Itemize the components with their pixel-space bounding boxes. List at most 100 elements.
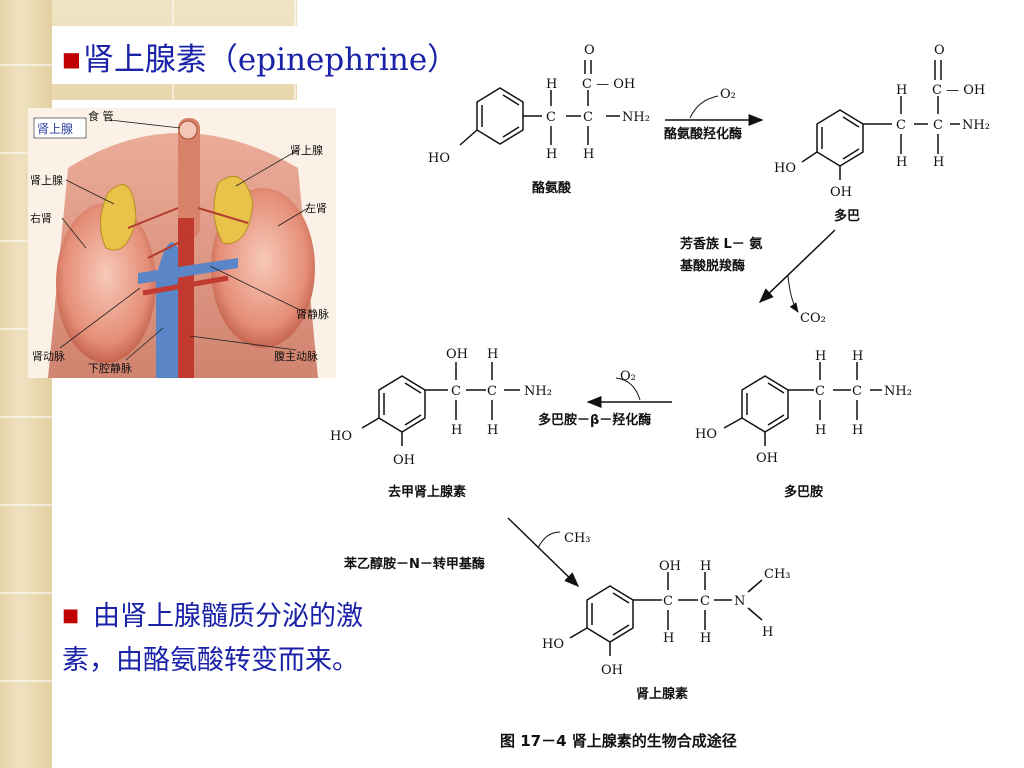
bullet-square-icon: ■ xyxy=(62,605,80,626)
o2-label-1: O₂ xyxy=(720,87,736,102)
epi-ho: HO xyxy=(542,637,564,652)
epi-h-n: H xyxy=(762,625,773,640)
compound-norepinephrine: 去甲肾上腺素 xyxy=(388,484,466,500)
dopa-c2: C xyxy=(933,118,943,133)
enzyme-aadc-line1: 芳香族 L－ 氨 xyxy=(680,236,762,252)
label-right-kidney: 右肾 xyxy=(30,211,52,225)
slide-title-text: 肾上腺素（epinephrine） xyxy=(82,42,459,78)
bullet-line-1-text: 由肾上腺髓质分泌的激 xyxy=(93,601,364,632)
label-adrenal-left: 肾上腺 xyxy=(290,143,323,157)
epi-ch3: CH₃ xyxy=(764,567,791,582)
ch3-input-curve xyxy=(537,531,561,549)
epi-n: N xyxy=(734,594,745,609)
tyrosine-h-top: H xyxy=(546,77,557,92)
compound-dopa: 多巴 xyxy=(834,208,860,224)
compound-tyrosine: 酪氨酸 xyxy=(532,180,572,196)
norepinephrine-ring xyxy=(378,375,426,433)
o2-label-2: O₂ xyxy=(620,369,636,384)
tyrosine-o: O xyxy=(584,43,595,58)
ne-oh: OH xyxy=(393,453,415,468)
tyrosine-nh2: NH₂ xyxy=(622,110,650,125)
o2-input-curve-2 xyxy=(615,377,641,401)
enzyme-aadc-line2: 基酸脱羧酶 xyxy=(679,258,745,274)
co2-label: CO₂ xyxy=(800,311,826,326)
enzyme-pnmt: 苯乙醇胺－N－转甲基酶 xyxy=(343,556,485,572)
dopamine-h-b1: H xyxy=(815,423,826,438)
epi-h-top: H xyxy=(700,559,711,574)
adrenal-anatomy-svg: 肾上腺 食 管 肾上腺 肾上腺 左肾 右肾 肾静脉 肾动脉 下腔静脉 腹主动脉 xyxy=(28,108,336,378)
label-adrenal-right: 肾上腺 xyxy=(30,173,63,187)
dopamine-ho: HO xyxy=(695,427,717,442)
dopa-h-top: H xyxy=(896,83,907,98)
enzyme-dbh: 多巴胺－β－羟化酶 xyxy=(538,412,651,428)
esophagus-opening xyxy=(178,120,198,140)
dopa-structure xyxy=(801,60,960,180)
label-esophagus: 食 管 xyxy=(88,109,114,123)
dopa-oh: OH xyxy=(830,185,852,200)
tyrosine-h-b1: H xyxy=(546,147,557,162)
small-vessels xyxy=(127,207,249,259)
dopa-ring xyxy=(816,109,864,167)
epi-h-b1: H xyxy=(663,631,674,646)
ne-ho: HO xyxy=(330,429,352,444)
label-adrenal-boxed: 肾上腺 xyxy=(37,122,73,136)
dopa-h-b1: H xyxy=(896,155,907,170)
slide-title: ■肾上腺素（epinephrine） xyxy=(62,34,458,79)
figure-caption: 图 17－4 肾上腺素的生物合成途径 xyxy=(500,732,737,750)
dopamine-c1: C xyxy=(815,384,825,399)
bullet-point: ■ 由肾上腺髓质分泌的激 素，由酪氨酸转变而来。 xyxy=(62,594,462,683)
label-renal-vein: 肾静脉 xyxy=(296,307,329,321)
co2-output-curve xyxy=(787,274,799,313)
ne-nh2: NH₂ xyxy=(524,384,552,399)
dopa-o: O xyxy=(934,43,945,58)
dopamine-oh: OH xyxy=(756,451,778,466)
epi-c1: C xyxy=(663,594,673,609)
dopamine-h-t1: H xyxy=(815,349,826,364)
ne-h-b1: H xyxy=(451,423,462,438)
o2-input-curve-1 xyxy=(689,95,719,119)
dopa-c1: C xyxy=(896,118,906,133)
dopa-ho: HO xyxy=(774,161,796,176)
dopamine-h-b2: H xyxy=(852,423,863,438)
right-adrenal-shape xyxy=(100,184,137,251)
compound-dopamine: 多巴胺 xyxy=(784,484,823,500)
dopamine-h-t2: H xyxy=(852,349,863,364)
adrenal-anatomy-illustration: 肾上腺 食 管 肾上腺 肾上腺 左肾 右肾 肾静脉 肾动脉 下腔静脉 腹主动脉 xyxy=(28,108,336,378)
dopamine-c2: C xyxy=(852,384,862,399)
tyrosine-ring xyxy=(476,87,524,145)
dopamine-structure xyxy=(723,362,882,446)
bullet-line-2: 素，由酪氨酸转变而来。 xyxy=(62,645,359,676)
label-inferior-vena-cava: 下腔静脉 xyxy=(88,361,132,375)
enzyme-tyrosine-hydroxylase: 酪氨酸羟化酶 xyxy=(664,126,742,142)
right-kidney-shape xyxy=(56,203,156,363)
arrow-norepinephrine-to-epinephrine xyxy=(507,517,580,588)
adrenal-label-box xyxy=(33,117,87,139)
ch3-label-input: CH₃ xyxy=(564,531,591,546)
dopa-c-oh: C — OH xyxy=(932,83,985,98)
ne-h-b2: H xyxy=(487,423,498,438)
epi-c2: C xyxy=(700,594,710,609)
dopamine-ring xyxy=(741,375,789,433)
label-left-kidney: 左肾 xyxy=(305,202,327,215)
left-adrenal-shape xyxy=(213,175,254,244)
tyrosine-structure xyxy=(459,60,620,146)
tyrosine-c-oh: C — OH xyxy=(582,77,635,92)
renal-vein-shape xyxy=(138,258,238,284)
renal-artery-shape xyxy=(142,275,229,296)
tyrosine-ho: HO xyxy=(428,151,450,166)
tyrosine-c2: C xyxy=(583,110,593,125)
epinephrine-structure xyxy=(569,572,763,656)
norepinephrine-structure xyxy=(361,362,520,446)
biosynthesis-pathway-diagram: O H C — OH C C NH₂ H H HO 酪氨酸 O₂ 酪氨酸羟化酶 … xyxy=(330,43,990,750)
ne-oh-top: OH xyxy=(446,347,468,362)
dopa-h-b2: H xyxy=(933,155,944,170)
ne-c1: C xyxy=(451,384,461,399)
title-background xyxy=(52,26,302,84)
epi-oh-top: OH xyxy=(659,559,681,574)
esophagus-shape xyxy=(178,118,200,238)
tyrosine-c1: C xyxy=(546,110,556,125)
leader-lines xyxy=(59,119,309,361)
arrow-dopa-to-dopamine xyxy=(758,229,836,304)
label-abdominal-aorta: 腹主动脉 xyxy=(274,349,318,363)
epi-oh: OH xyxy=(601,663,623,678)
